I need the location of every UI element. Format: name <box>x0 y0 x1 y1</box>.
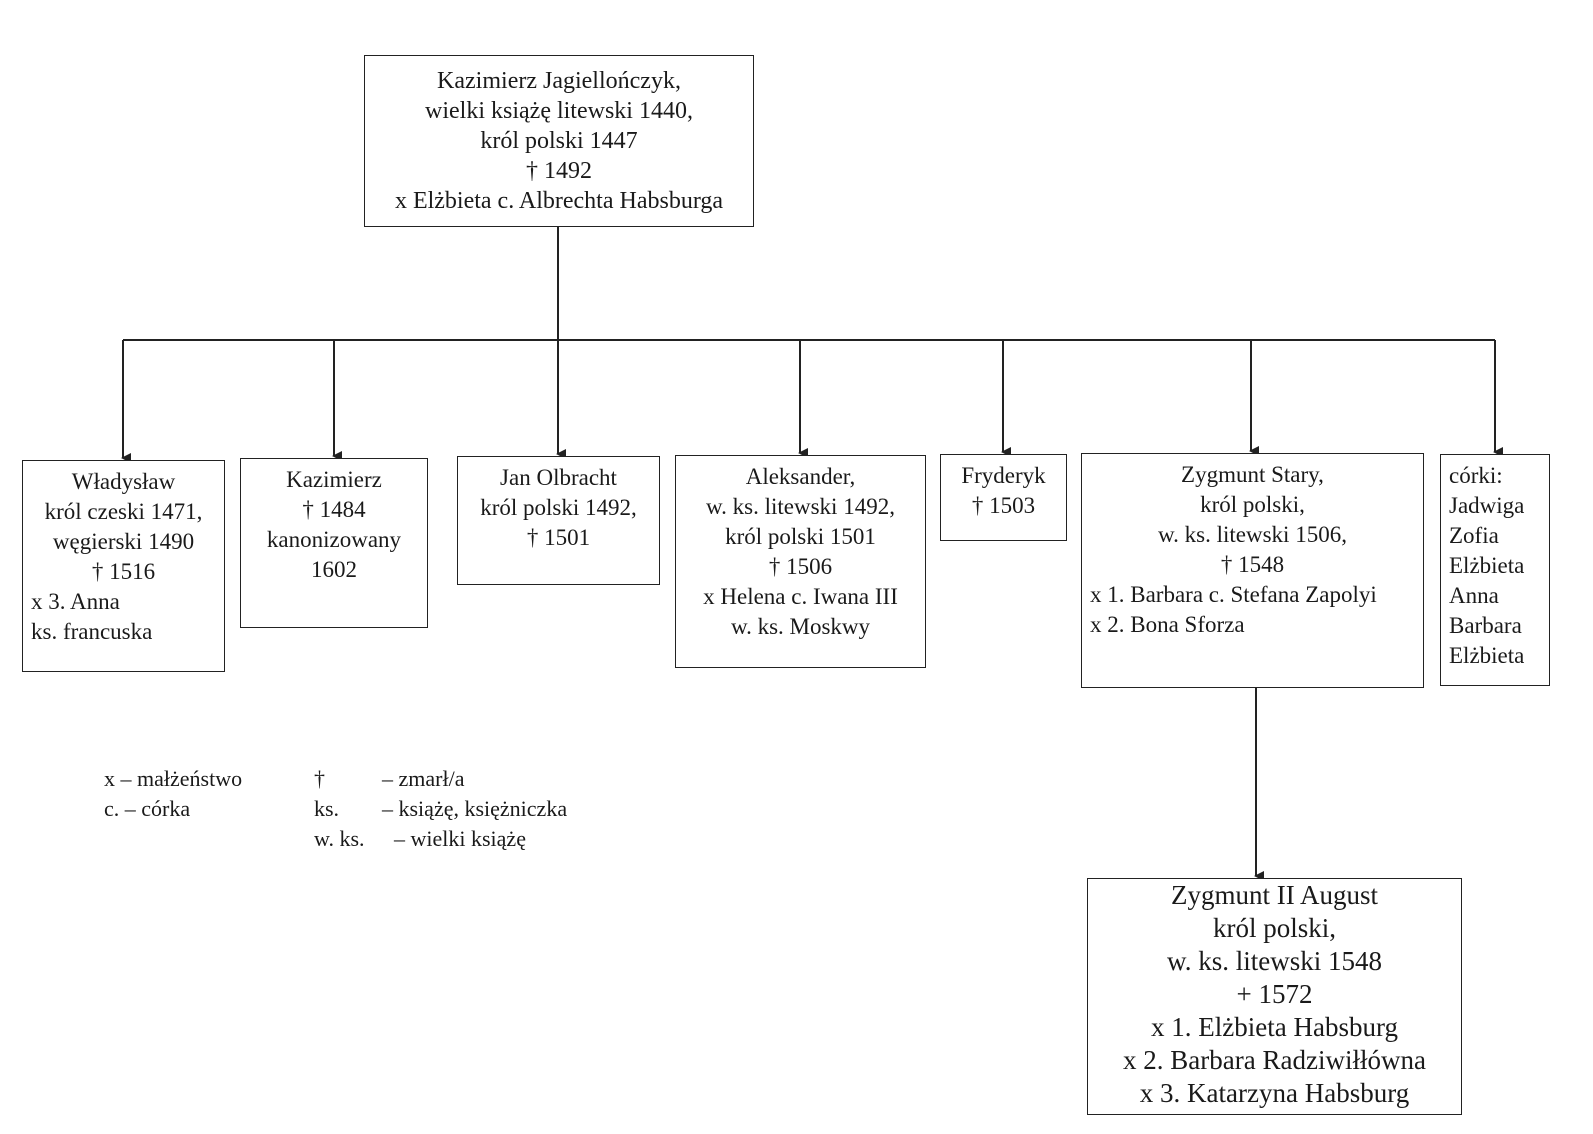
child-line: kanonizowany <box>266 527 402 552</box>
child-box-aleksander: Aleksander, w. ks. litewski 1492, król p… <box>675 455 926 668</box>
daughter-name: Barbara <box>1449 613 1522 638</box>
child-box-fryderyk: Fryderyk † 1503 <box>940 454 1067 541</box>
daughter-name: Jadwiga <box>1449 493 1525 518</box>
child-line: † 1516 <box>91 559 156 584</box>
grandchild-box-zygmunt-august: Zygmunt II August król polski, w. ks. li… <box>1087 878 1462 1115</box>
child-spouse-line: ks. francuska <box>31 619 153 644</box>
child-line: Władysław <box>71 469 176 494</box>
child-line: Fryderyk <box>961 463 1046 488</box>
legend-dagger-meaning: – zmarł/a <box>382 766 465 791</box>
child-box-corki: córki: Jadwiga Zofia Elżbieta Anna Barba… <box>1440 454 1550 686</box>
child-box-wladyslaw: Władysław król czeski 1471, węgierski 14… <box>22 460 225 672</box>
child-box-kazimierz: Kazimierz † 1484 kanonizowany 1602 <box>240 458 428 628</box>
child-spouse-line: x 1. Barbara c. Stefana Zapolyi <box>1090 582 1377 607</box>
grandchild-line: x 1. Elżbieta Habsburg <box>1151 1012 1398 1042</box>
daughter-name: Anna <box>1449 583 1499 608</box>
grandchild-line: w. ks. litewski 1548 <box>1167 946 1382 976</box>
child-line: Zygmunt Stary, <box>1181 462 1324 487</box>
child-line: x Helena c. Iwana III <box>703 584 898 609</box>
child-line: król polski, <box>1200 492 1305 517</box>
child-line: † 1501 <box>526 525 591 550</box>
child-box-jan-olbracht: Jan Olbracht król polski 1492, † 1501 <box>457 456 660 585</box>
child-line: Aleksander, <box>745 464 856 489</box>
legend-daughter: c. – córka <box>104 796 191 821</box>
daughter-name: Zofia <box>1449 523 1499 548</box>
child-line: król polski 1492, <box>480 495 637 520</box>
grandchild-line: Zygmunt II August <box>1171 880 1378 910</box>
root-spouse: x Elżbieta c. Albrechta Habsburga <box>394 188 724 214</box>
child-line: 1602 <box>311 557 357 582</box>
root-name: Kazimierz Jagiellończyk, <box>437 68 681 94</box>
child-line: † 1548 <box>1220 552 1285 577</box>
legend-marriage: x – małżeństwo <box>104 766 243 791</box>
grandchild-line: x 2. Barbara Radziwiłłówna <box>1123 1045 1426 1075</box>
legend-wks-abbr: w. ks. <box>314 826 365 851</box>
grandchild-line: król polski, <box>1212 913 1336 943</box>
child-line: † 1484 <box>302 497 366 522</box>
child-box-zygmunt-stary: Zygmunt Stary, król polski, w. ks. litew… <box>1081 453 1424 688</box>
child-line: w. ks. litewski 1492, <box>706 494 895 519</box>
child-line: Jan Olbracht <box>500 465 617 490</box>
child-line: w. ks. litewski 1506, <box>1158 522 1347 547</box>
legend-wks-meaning: – wielki książę <box>394 826 526 851</box>
root-title-1: wielki książę litewski 1440, <box>425 98 693 124</box>
child-line: król polski 1501 <box>725 524 876 549</box>
daughters-heading: córki: <box>1449 463 1503 488</box>
legend-ks-abbr: ks. <box>314 796 340 821</box>
daughter-name: Elżbieta <box>1449 643 1525 668</box>
root-title-2: król polski 1447 <box>480 128 638 154</box>
grandchild-line: + 1572 <box>1236 979 1313 1009</box>
root-person-box: Kazimierz Jagiellończyk, wielki książę l… <box>364 55 754 227</box>
legend-dagger-symbol: † <box>314 766 325 791</box>
child-line: w. ks. Moskwy <box>730 614 871 639</box>
child-line: król czeski 1471, <box>44 499 203 524</box>
child-line: Kazimierz <box>286 467 382 492</box>
child-line: † 1503 <box>971 493 1036 518</box>
daughter-name: Elżbieta <box>1449 553 1525 578</box>
child-line: węgierski 1490 <box>52 529 195 554</box>
root-death: † 1492 <box>526 158 592 184</box>
grandchild-line: x 3. Katarzyna Habsburg <box>1139 1078 1410 1108</box>
legend-ks-meaning: – książę, księżniczka <box>382 796 568 821</box>
child-line: † 1506 <box>768 554 833 579</box>
child-spouse-line: x 2. Bona Sforza <box>1090 612 1245 637</box>
child-spouse-line: x 3. Anna <box>31 589 120 614</box>
